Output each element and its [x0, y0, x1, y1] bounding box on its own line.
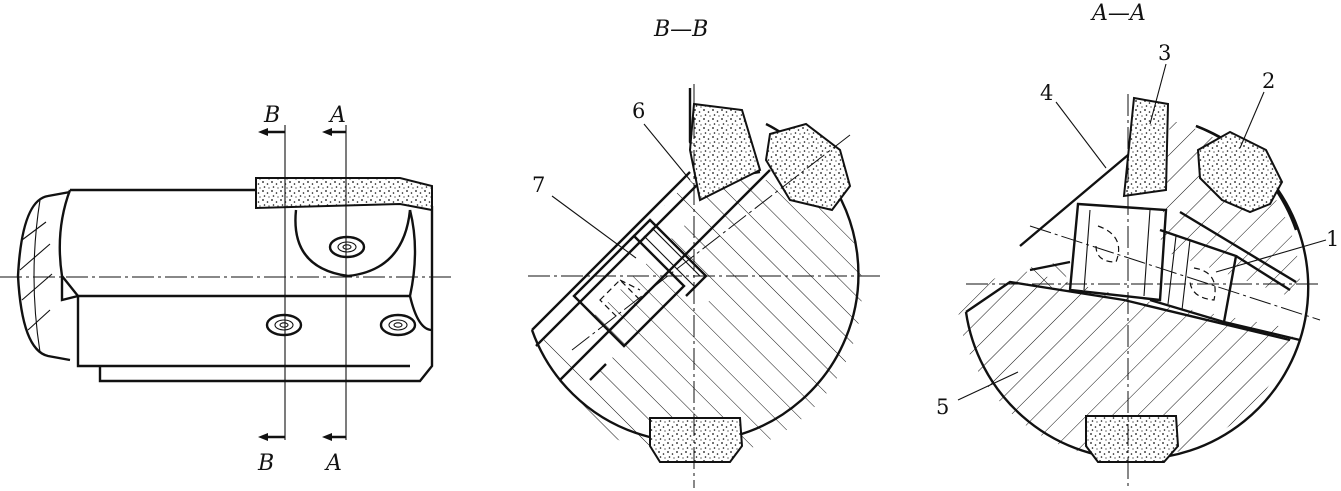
cut-label-b-top: B	[263, 103, 280, 128]
part-number-4: 4	[1040, 81, 1053, 105]
section-bb: B—B 6 7	[526, 17, 884, 488]
screw-head-right	[379, 313, 417, 337]
screw-head-top	[328, 235, 366, 259]
part-number-6: 6	[632, 99, 645, 123]
section-title-aa: A—A	[1090, 1, 1146, 26]
part-number-1: 1	[1326, 227, 1339, 251]
cut-label-a-bottom: A	[324, 451, 342, 476]
cut-label-a-top: A	[328, 103, 346, 128]
part-number-2: 2	[1262, 69, 1275, 93]
side-view: B A B A	[0, 103, 455, 476]
screw-head-left	[265, 313, 303, 337]
section-title-bb: B—B	[653, 17, 708, 42]
cut-label-b-bottom: B	[257, 451, 274, 476]
part-number-5: 5	[936, 395, 949, 419]
part-number-7: 7	[532, 173, 545, 197]
section-aa: A—A	[936, 1, 1339, 488]
part-number-3: 3	[1158, 41, 1171, 65]
